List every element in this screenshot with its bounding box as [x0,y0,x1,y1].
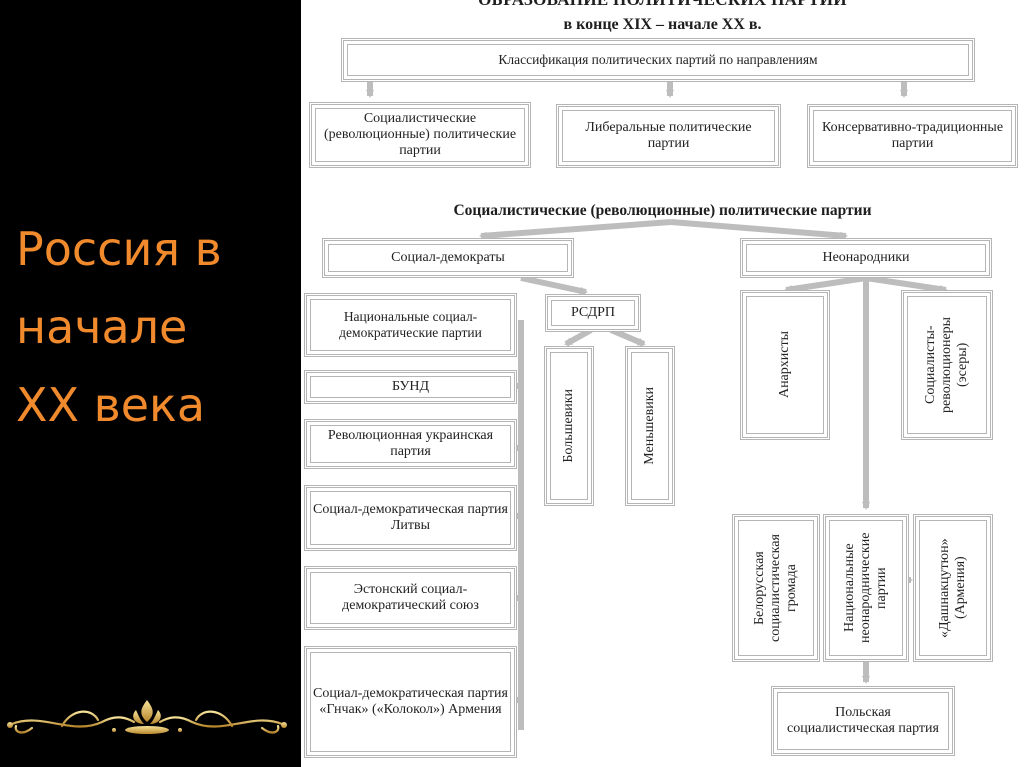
diagram-header-line-2: в конце XIX – начале XX в. [563,16,762,33]
liberal-parties-box: Либеральные политические партии [556,104,781,168]
esers-box: Социалисты-революционеры (эсеры) [901,290,993,440]
estonia-union-box: Эстонский социал-демократический союз [304,566,517,630]
left-panel: Россия в начале XX века [0,0,301,767]
neonarodniki-box: Неонародники [740,238,992,278]
rsdrp-box: РСДРП [545,294,641,332]
polish-socialist-party-box: Польская социалистическая партия [771,686,955,756]
belarus-gromada-box: Белорусская социалистическая громада [732,514,820,662]
social-democrats-box: Социал-демократы [322,238,574,278]
anarchists-box: Анархисты [740,290,830,440]
classification-box: Классификация политических партий по нап… [341,38,975,82]
lithuania-party-box: Социал-демократическая партия Литвы [304,485,517,551]
national-sd-parties-box: Национальные социал-демократические парт… [304,293,517,357]
slide-title: Россия в начале XX века [16,210,296,444]
slide-title-line-2: начале [16,300,188,354]
conservative-parties-box: Консервативно-традиционные партии [807,104,1018,168]
socialist-parties-box: Социалистические (революционные) политич… [309,102,531,168]
slide-title-line-1: Россия в [16,222,222,276]
diagram-header-line-1: ОБРАЗОВАНИЕ ПОЛИТИЧЕСКИХ ПАРТИЙ [301,0,1024,10]
dashnak-box: «Дашнакцутюн» (Армения) [913,514,993,662]
mensheviks-box: Меньшевики [625,346,675,506]
slide-title-line-3: XX века [16,378,206,432]
diagram-document: ОБРАЗОВАНИЕ ПОЛИТИЧЕСКИХ ПАРТИЙ в конце … [301,0,1024,767]
national-neonarodnik-parties-box: Национальные неонароднические партии [823,514,909,662]
bund-box: БУНД [304,370,517,404]
ukrainian-party-box: Революционная украинская партия [304,419,517,469]
section-title: Социалистические (революционные) политич… [453,202,872,219]
bolsheviks-box: Большевики [544,346,594,506]
gold-flourish-ornament-icon [7,700,287,734]
gnchak-party-box: Социал-демократическая партия «Гнчак» («… [304,646,517,758]
